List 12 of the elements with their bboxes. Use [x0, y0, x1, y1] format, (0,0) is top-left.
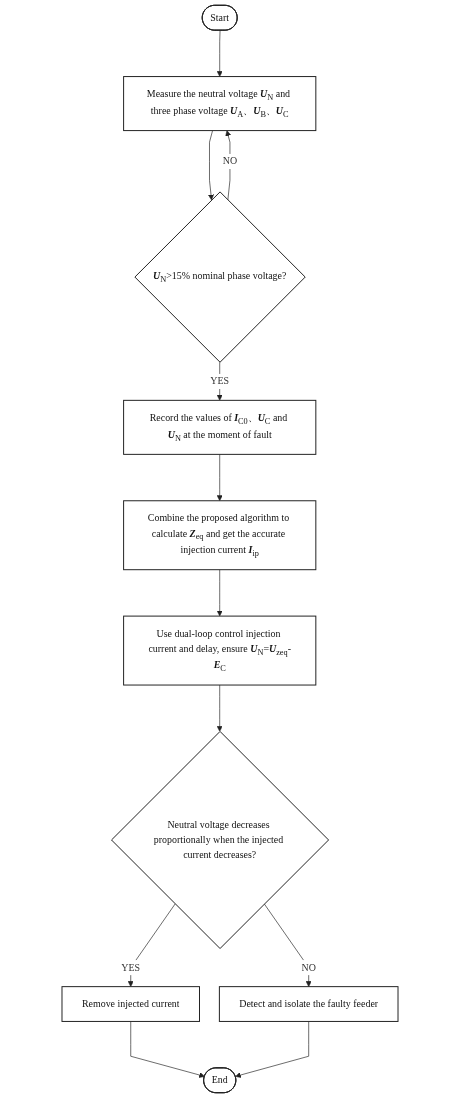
edge-label: NO [222, 155, 238, 167]
node-diamond: Neutral voltage decreases proportionally when the injected current decreases? [111, 730, 330, 949]
edge-label: YES [210, 375, 230, 387]
node-box: Detect and isolate the faulty feeder [218, 986, 399, 1022]
node-box: Remove injected current [61, 986, 200, 1022]
node-box: Measure the neutral voltage U$_{N}$ and three phase voltage U$_{A}$、U$_{B}$、U$_{C}$ [123, 76, 317, 132]
node-box: Combine the proposed algorithm to calculate Z$_{eq}$ and get the accurate injection current I$_{ip}$ [123, 500, 317, 571]
node-diamond: U$_{N}$>15% nominal phase voltage? [134, 191, 306, 363]
node-box: Record the values of I$_{C0}$、U$_{C}$ and U$_{N}$ at the moment of fault [123, 399, 317, 455]
edge-label: YES [121, 962, 141, 973]
edge-label: NO [301, 962, 316, 973]
node-box: Use dual-loop control injection current and delay, ensure U$_{N}$=U$_{zeq}$-E$_{C}$ [123, 615, 317, 686]
